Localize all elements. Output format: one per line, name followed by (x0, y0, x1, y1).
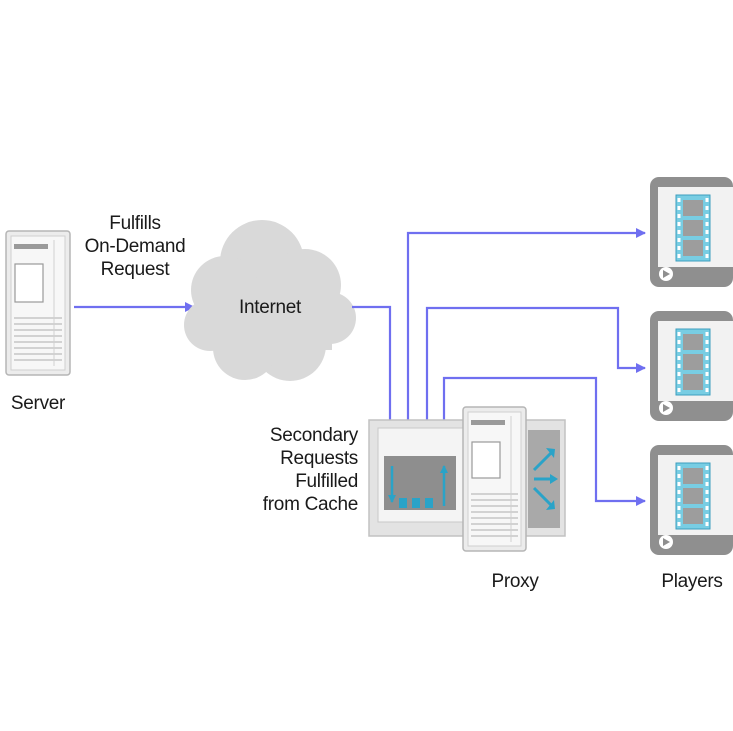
player-arrow-3 (442, 376, 646, 506)
distribution-icon (528, 430, 560, 528)
fulfills-line-1: Fulfills (109, 213, 161, 234)
players-label: Players (661, 571, 723, 592)
secondary-requests-label: Secondary Requests Fulfilled from Cache (240, 424, 359, 516)
fulfills-line-2: On-Demand (84, 236, 186, 257)
cache-inbound-arrow (352, 305, 395, 451)
secondary-line-2: Requests (280, 448, 358, 469)
server-icon (5, 230, 71, 376)
fulfills-line-3: Request (100, 259, 170, 280)
cloud-icon (184, 220, 356, 381)
proxy-server-icon (462, 406, 527, 552)
secondary-line-3: Fulfilled (295, 471, 358, 492)
internet-label: Internet (238, 297, 302, 318)
secondary-line-1: Secondary (269, 425, 358, 446)
players-group (650, 177, 733, 555)
player-icon (650, 311, 733, 421)
player-icon (650, 177, 733, 287)
player-arrow-2 (425, 306, 646, 452)
secondary-line-4: from Cache (262, 494, 359, 515)
fulfills-label: Fulfills On-Demand Request (70, 212, 200, 281)
player-arrow-1 (406, 228, 646, 452)
proxy-label: Proxy (491, 571, 539, 592)
server-label: Server (10, 393, 66, 414)
player-icon (650, 445, 733, 555)
